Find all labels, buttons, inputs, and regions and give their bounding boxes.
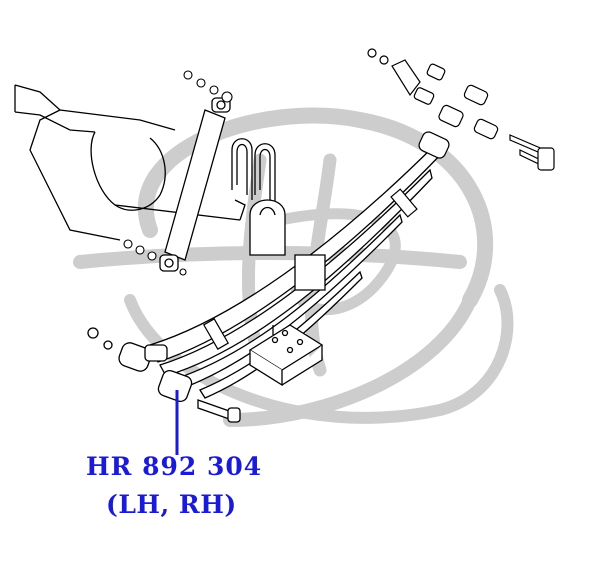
shock-mount-nuts bbox=[123, 70, 233, 276]
part-side-label: (LH, RH) bbox=[106, 490, 237, 519]
axle-seat-pad bbox=[248, 254, 326, 387]
spring-seat-bracket bbox=[249, 199, 286, 256]
u-bolts bbox=[231, 138, 276, 210]
chassis-frame bbox=[14, 84, 246, 241]
part-number-label: HR 892 304 bbox=[86, 452, 263, 481]
spring-clamps bbox=[202, 188, 418, 350]
rear-eye-bushing bbox=[87, 327, 241, 423]
shock-absorber bbox=[159, 97, 231, 272]
front-shackle-hardware bbox=[367, 48, 555, 171]
